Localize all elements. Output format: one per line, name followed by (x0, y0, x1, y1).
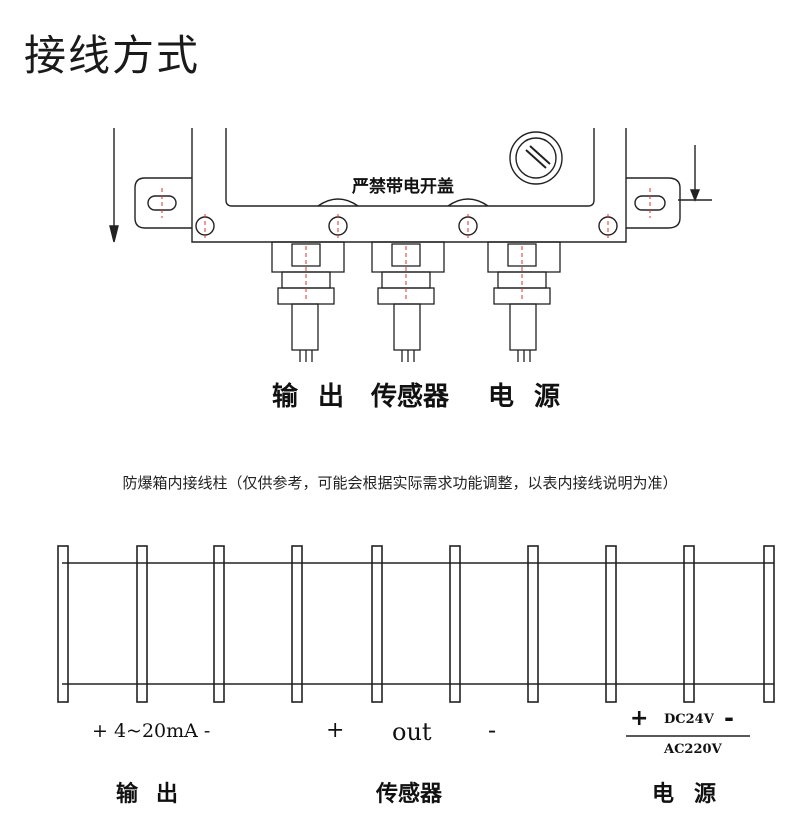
port-label-power-1: 电 (488, 382, 515, 412)
sensor-out-label: out (392, 718, 432, 746)
ac-voltage-label: AC220V (664, 742, 722, 757)
gland-power (487, 241, 561, 362)
sensor-plus-label: + (326, 718, 345, 743)
page-title: 接线方式 (24, 31, 201, 80)
cover-warning: 严禁带电开盖 (352, 177, 454, 197)
dc-voltage-label: DC24V (664, 712, 714, 727)
gland-output (271, 241, 345, 362)
sensor-minus-label: - (488, 716, 497, 744)
terminal-bar (57, 545, 69, 703)
port-label-output-2: 出 (318, 382, 345, 412)
port-label-output-1: 输 (272, 382, 299, 412)
group-sensor-label: 传感器 (376, 782, 443, 807)
port-label-sensor: 传感器 (371, 382, 450, 412)
terminal-bar (449, 545, 461, 703)
terminal-bar (371, 545, 383, 703)
terminal-bar (213, 545, 225, 703)
dc-plus-label: + (630, 706, 649, 731)
left-mount-ear (134, 177, 192, 229)
group-output-label-2: 出 (156, 782, 179, 807)
right-mount-ear (626, 177, 681, 229)
group-output-label-1: 输 (116, 782, 139, 807)
terminal-bar (527, 545, 539, 703)
terminal-bar (683, 545, 695, 703)
group-power-label-1: 电 (652, 782, 675, 807)
terminal-bar (605, 545, 617, 703)
terminal-bar (291, 545, 303, 703)
dc-minus-label: - (724, 704, 734, 732)
cover-knob (509, 131, 563, 185)
gland-sensor (371, 241, 445, 362)
port-label-power-2: 源 (534, 382, 561, 412)
group-power-label-2: 源 (694, 782, 717, 807)
terminal-bar (136, 545, 148, 703)
terminal-block (57, 545, 775, 703)
output-signal-label: + 4~20mA - (92, 720, 211, 742)
terminal-note: 防爆箱内接线柱（仅供参考，可能会根据实际需求功能调整，以表内接线说明为准） (122, 474, 678, 492)
terminal-bar (763, 545, 775, 703)
